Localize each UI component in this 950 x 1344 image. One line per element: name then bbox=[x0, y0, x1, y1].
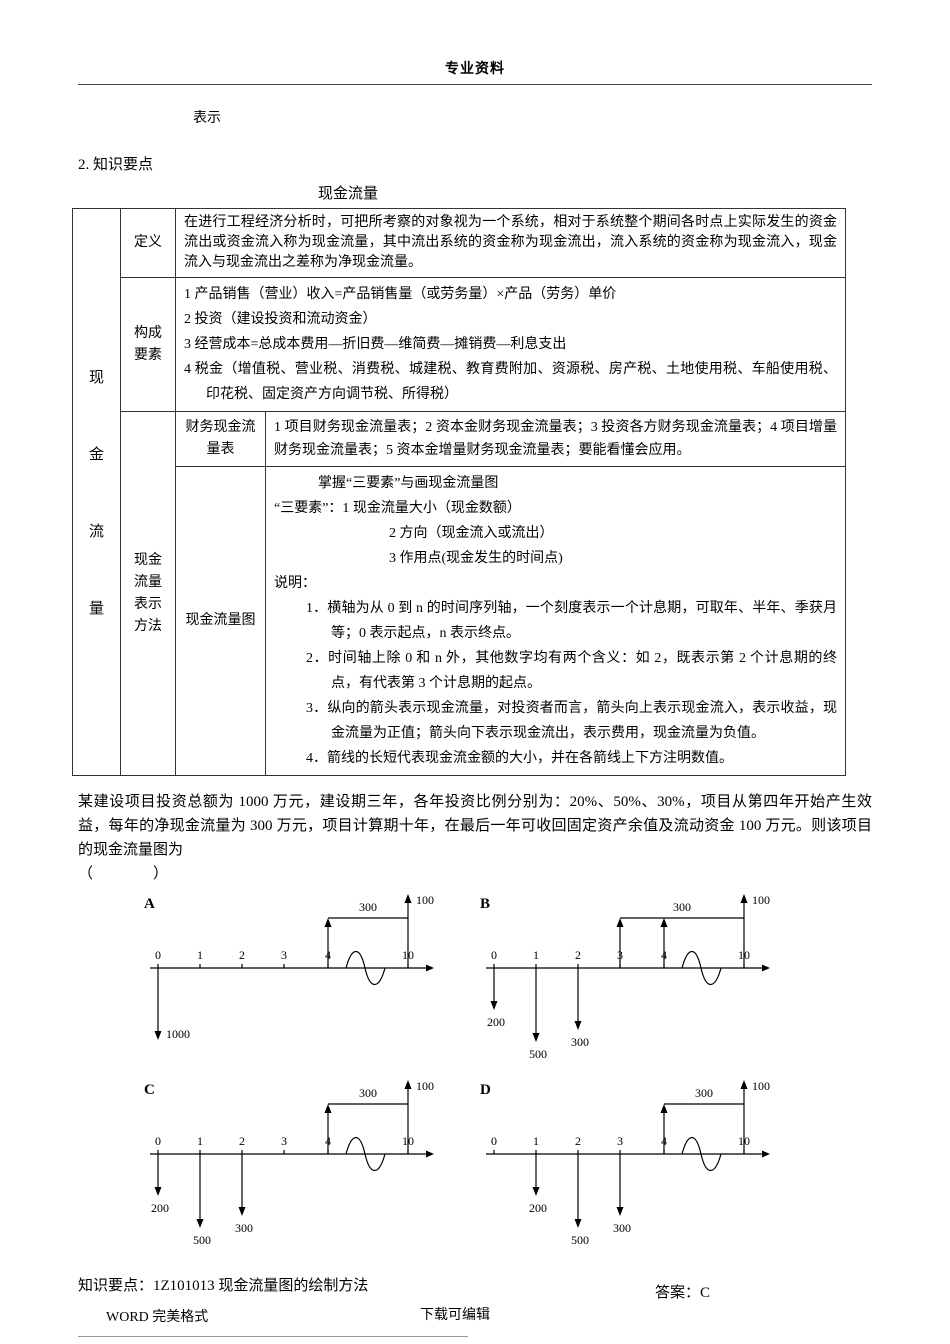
note-item: 4．箭线的长短代表现金流金额的大小，并在各箭线上下方注明数值。 bbox=[306, 751, 733, 766]
answer-text: 答案：C bbox=[655, 1285, 711, 1301]
header-divider bbox=[78, 84, 872, 85]
svg-text:1: 1 bbox=[197, 1134, 203, 1148]
component-item: 4 税金（增值税、营业税、消费税、城建税、教育费附加、资源税、房产税、土地使用税… bbox=[184, 362, 837, 402]
svg-text:3: 3 bbox=[281, 948, 287, 962]
row-label-components: 构成要素 bbox=[120, 277, 176, 412]
definition-text: 在进行工程经济分析时，可把所考察的对象视为一个系统，相对于系统整个期间各时点上实… bbox=[175, 208, 846, 278]
svg-text:300: 300 bbox=[359, 900, 377, 914]
section-title: 2. 知识要点 bbox=[78, 157, 154, 173]
row-label-statement: 财务现金流量表 bbox=[175, 411, 266, 467]
svg-text:0: 0 bbox=[491, 948, 497, 962]
svg-text:300: 300 bbox=[571, 1035, 589, 1049]
diagram-method-cell: 掌握“三要素”与画现金流量图 “三要素”：1 现金流量大小（现金数额） 2 方向… bbox=[265, 466, 846, 776]
footer-left-text: WORD 完美格式 bbox=[106, 1310, 209, 1325]
side-label-vertical: 现金流量 bbox=[81, 227, 112, 757]
svg-text:0: 0 bbox=[155, 1134, 161, 1148]
diagram-heading: 掌握“三要素”与画现金流量图 bbox=[318, 476, 499, 491]
svg-text:500: 500 bbox=[193, 1233, 211, 1247]
table-row: 构成要素 1 产品销售（营业）收入=产品销售量（或劳务量）×产品（劳务）单价 2… bbox=[73, 277, 846, 412]
svg-text:D: D bbox=[480, 1082, 491, 1098]
footer-divider bbox=[78, 1336, 468, 1337]
svg-text:2: 2 bbox=[575, 948, 581, 962]
svg-text:500: 500 bbox=[529, 1047, 547, 1061]
svg-text:3: 3 bbox=[281, 1134, 287, 1148]
svg-text:100: 100 bbox=[416, 1079, 434, 1093]
side-label-char: 金 bbox=[88, 447, 104, 463]
statement-text: 1 项目财务现金流量表；2 资本金财务现金流量表；3 投资各方财务现金流量表；4… bbox=[265, 411, 846, 467]
question-blank: （ ） bbox=[78, 866, 169, 882]
note-item: 3．纵向的箭头表示现金流量，对投资者而言，箭头向上表示现金流入，表示收益，现金流… bbox=[306, 701, 837, 741]
svg-text:200: 200 bbox=[529, 1201, 547, 1215]
svg-text:3: 3 bbox=[617, 1134, 623, 1148]
table-row: 现金流量 定义 在进行工程经济分析时，可把所考察的对象视为一个系统，相对于系统整… bbox=[72, 208, 846, 776]
svg-text:2: 2 bbox=[239, 948, 245, 962]
svg-text:2: 2 bbox=[575, 1134, 581, 1148]
note-text: 表示 bbox=[193, 111, 221, 126]
answer-diagrams: A01234103001001000 B01234103001002005003… bbox=[78, 888, 872, 1274]
table-side-label-cell: 现金流量 bbox=[72, 208, 121, 776]
svg-text:0: 0 bbox=[155, 948, 161, 962]
footer-center-text: 下载可编辑 bbox=[420, 1308, 490, 1323]
component-item: 3 经营成本=总成本费用—折旧费—维简费—摊销费—利息支出 bbox=[184, 337, 567, 352]
svg-text:100: 100 bbox=[752, 1079, 770, 1093]
three-elements-line: 2 方向（现金流入或流出） bbox=[389, 526, 554, 541]
row-label-definition: 定义 bbox=[120, 208, 176, 278]
table-caption: 现金流量 bbox=[318, 186, 379, 202]
table-row: 现金流量表示方法 财务现金流量表 1 项目财务现金流量表；2 资本金财务现金流量… bbox=[73, 411, 846, 776]
cashflow-diagram-A: A01234103001001000 bbox=[140, 888, 470, 1088]
svg-text:100: 100 bbox=[752, 893, 770, 907]
bottom-row: 知识要点：1Z101013 现金流量图的绘制方法 答案：C bbox=[78, 1274, 872, 1301]
side-label-char: 流 bbox=[88, 524, 104, 540]
three-elements-line: 3 作用点(现金发生的时间点) bbox=[389, 551, 563, 566]
side-label-char: 现 bbox=[88, 370, 104, 386]
knowledge-point-text: 知识要点：1Z101013 现金流量图的绘制方法 bbox=[78, 1278, 369, 1294]
document-body: 表示 2. 知识要点 现金流量 现金流量 定义 在进行工程经济分析时，可把所考察… bbox=[0, 107, 950, 1301]
cashflow-table: 现金流量 定义 在进行工程经济分析时，可把所考察的对象视为一个系统，相对于系统整… bbox=[72, 208, 846, 776]
svg-text:300: 300 bbox=[673, 900, 691, 914]
svg-text:200: 200 bbox=[151, 1201, 169, 1215]
svg-text:300: 300 bbox=[613, 1221, 631, 1235]
cashflow-diagram-B: B0123410300100200500300 bbox=[476, 888, 806, 1088]
note-item: 1．横轴为从 0 到 n 的时间序列轴，一个刻度表示一个计息期，可取年、半年、季… bbox=[306, 601, 837, 641]
svg-text:B: B bbox=[480, 896, 490, 912]
three-elements-line: “三要素”：1 现金流量大小（现金数额） bbox=[274, 501, 521, 516]
note-item: 2．时间轴上除 0 和 n 外，其他数字均有两个含义：如 2，既表示第 2 个计… bbox=[306, 651, 837, 691]
svg-text:200: 200 bbox=[487, 1015, 505, 1029]
components-list: 1 产品销售（营业）收入=产品销售量（或劳务量）×产品（劳务）单价 2 投资（建… bbox=[175, 277, 846, 412]
table-row: 现金流量图 掌握“三要素”与画现金流量图 “三要素”：1 现金流量大小（现金数额… bbox=[73, 466, 846, 776]
svg-text:300: 300 bbox=[695, 1086, 713, 1100]
row-label-method: 现金流量表示方法 bbox=[120, 411, 176, 776]
svg-text:1: 1 bbox=[197, 948, 203, 962]
cashflow-diagram-D: D0123410300100200500300 bbox=[476, 1074, 806, 1274]
row-label-diagram: 现金流量图 bbox=[175, 466, 266, 776]
svg-text:C: C bbox=[144, 1082, 155, 1098]
component-item: 1 产品销售（营业）收入=产品销售量（或劳务量）×产品（劳务）单价 bbox=[184, 287, 617, 302]
component-item: 2 投资（建设投资和流动资金） bbox=[184, 312, 377, 327]
side-label-char: 量 bbox=[88, 601, 104, 617]
question-text: 某建设项目投资总额为 1000 万元，建设期三年，各年投资比例分别为：20%、5… bbox=[78, 794, 872, 858]
cashflow-diagram-C: C0123410300100200500300 bbox=[140, 1074, 470, 1274]
svg-text:300: 300 bbox=[235, 1221, 253, 1235]
svg-text:2: 2 bbox=[239, 1134, 245, 1148]
svg-text:100: 100 bbox=[416, 893, 434, 907]
svg-text:500: 500 bbox=[571, 1233, 589, 1247]
svg-text:A: A bbox=[144, 896, 155, 912]
svg-text:1: 1 bbox=[533, 948, 539, 962]
svg-text:1: 1 bbox=[533, 1134, 539, 1148]
page-header: 专业资料 bbox=[445, 62, 505, 77]
svg-text:300: 300 bbox=[359, 1086, 377, 1100]
notes-label: 说明： bbox=[274, 576, 316, 591]
svg-text:1000: 1000 bbox=[166, 1027, 190, 1041]
svg-text:0: 0 bbox=[491, 1134, 497, 1148]
